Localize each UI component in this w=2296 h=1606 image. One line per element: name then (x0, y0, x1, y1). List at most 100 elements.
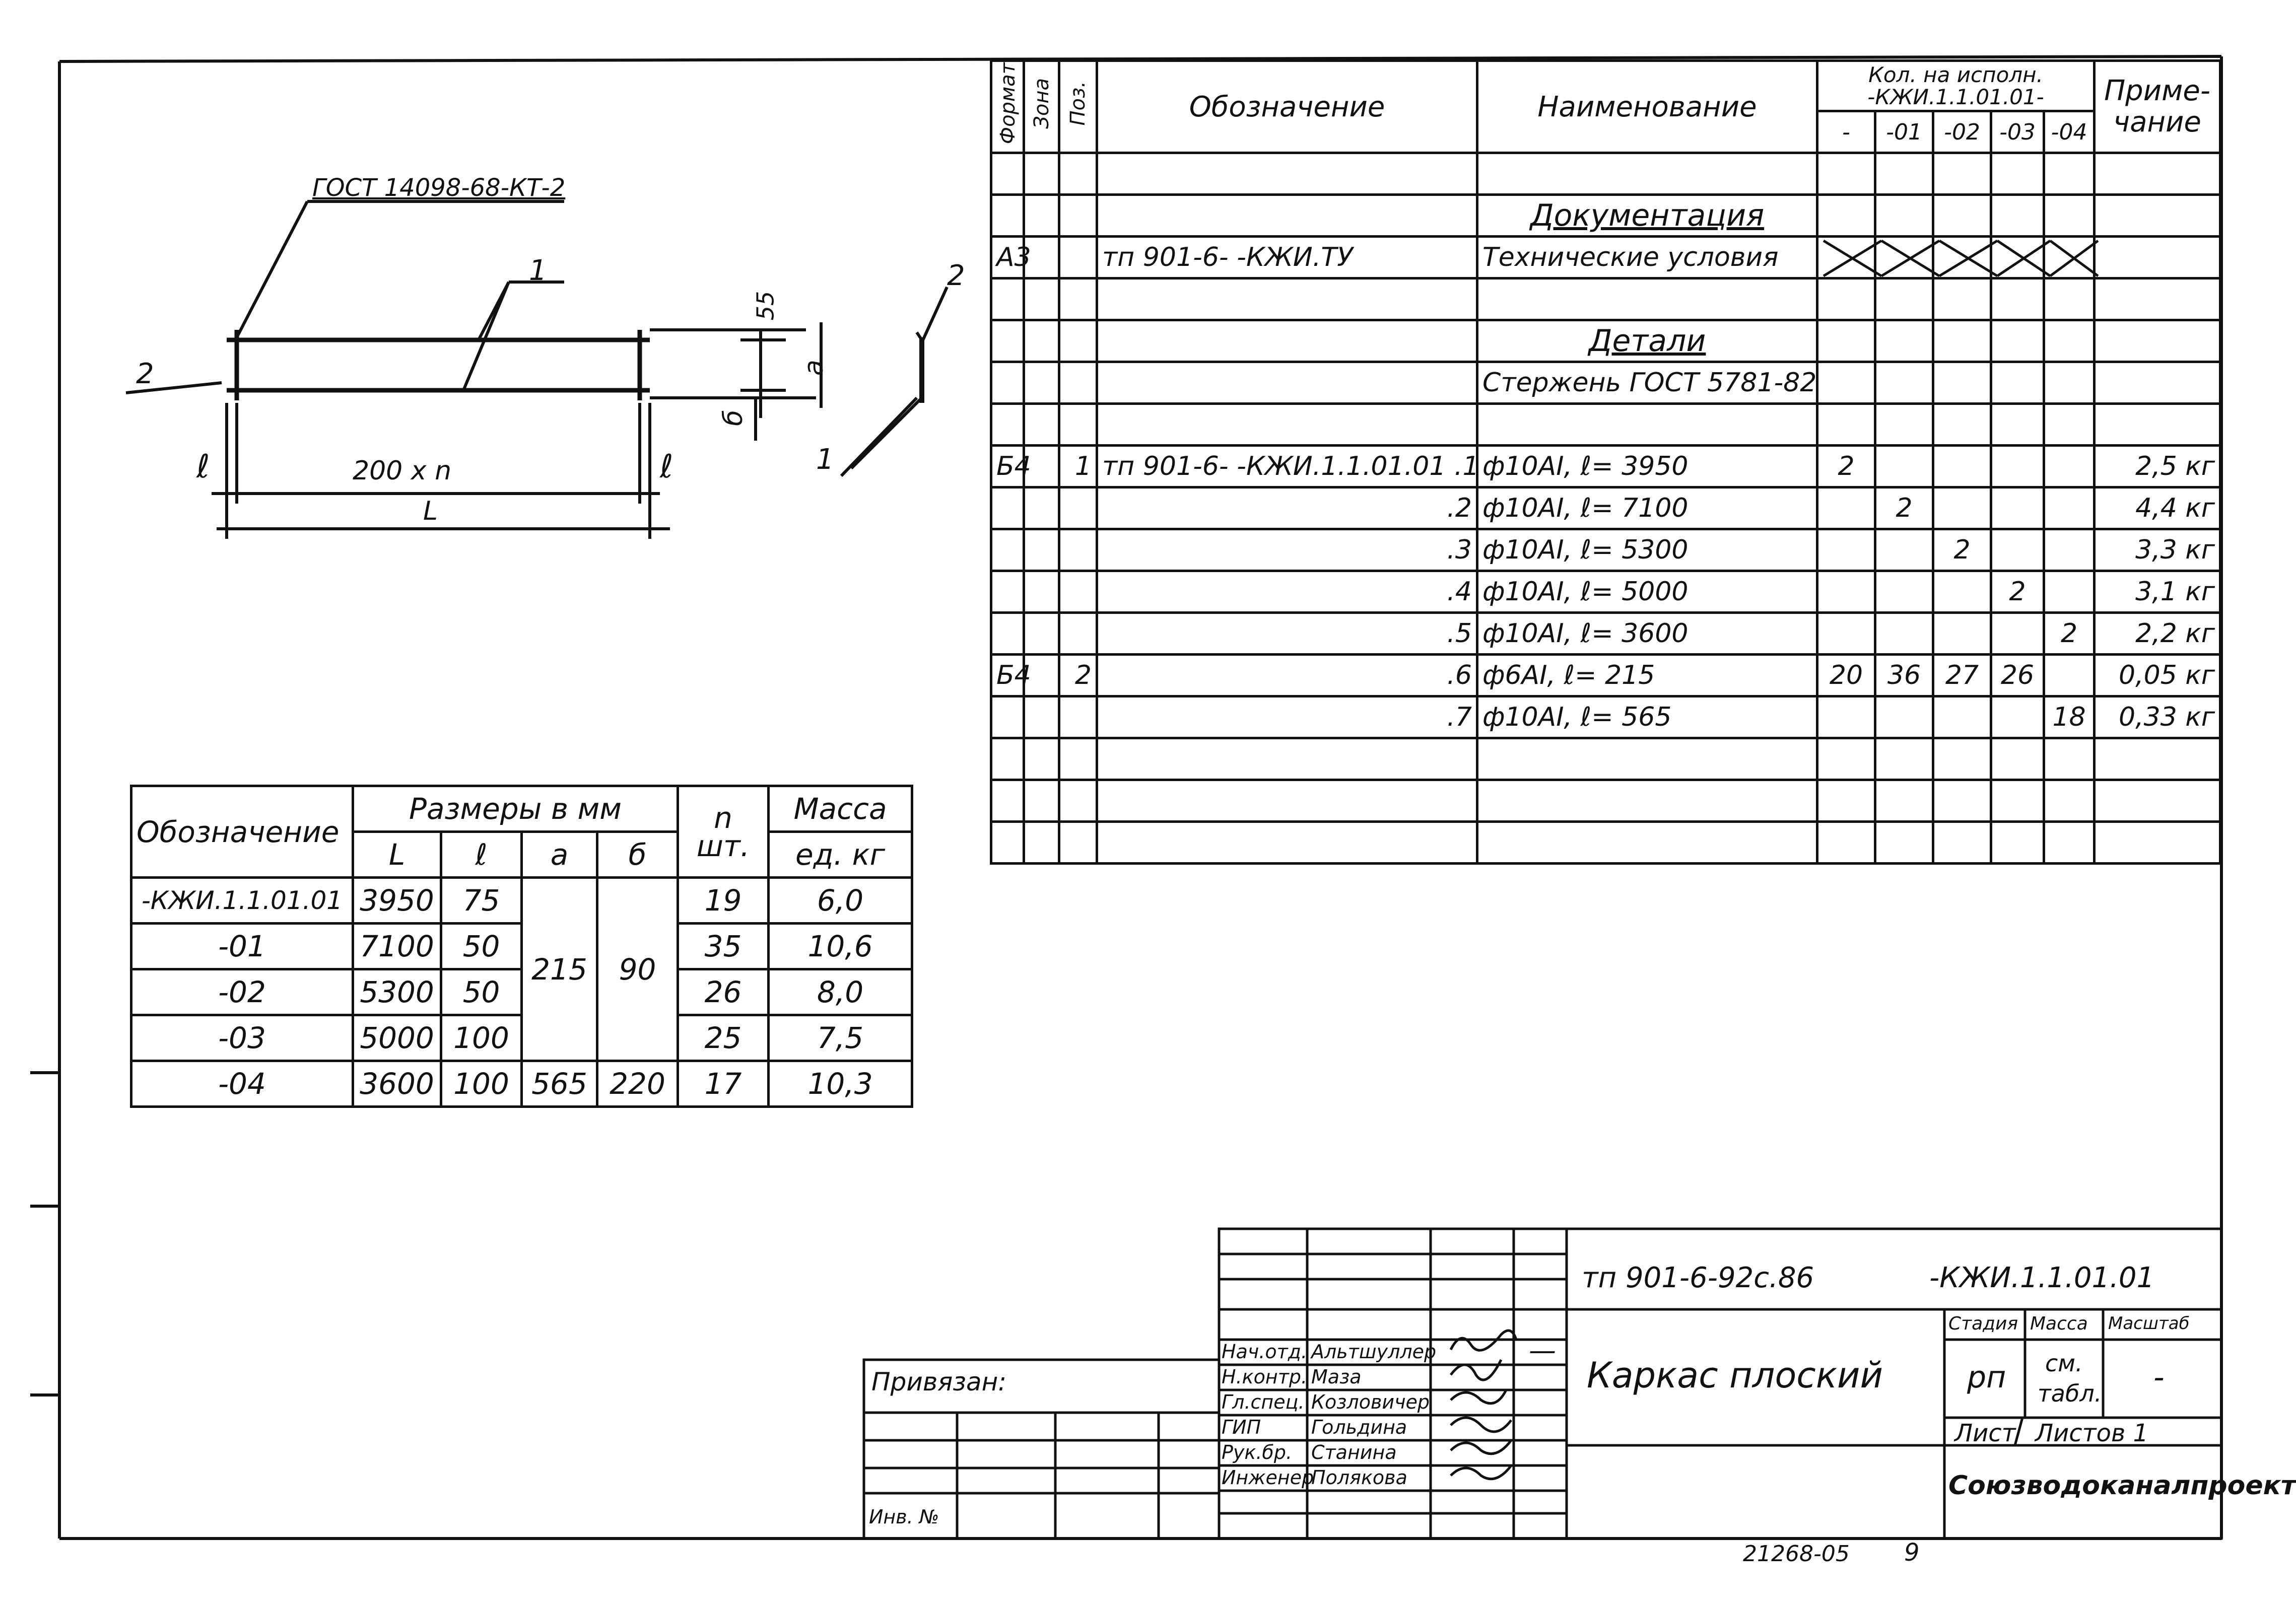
spec-qty (1816, 152, 1876, 196)
dims-row-l: 100 (440, 1060, 523, 1108)
spec-qty: 2 (1990, 570, 2045, 614)
spec-row (990, 277, 2222, 321)
stamp-bound: Привязан: (871, 1367, 1007, 1396)
variant-1: -01 (1874, 110, 1934, 154)
spec-designation: тп 901-6- -КЖИ.ТУ (1096, 235, 1478, 280)
dims-a-last: 565 (520, 1060, 598, 1108)
spec-qty (1874, 152, 1934, 196)
spec-name: ф6АI, ℓ= 215 (1476, 653, 1818, 697)
gost-label: ГОСТ 14098-68-КТ-2 (312, 174, 566, 202)
spec-format (990, 152, 1025, 196)
dims-row-des: -02 (130, 968, 354, 1016)
callout-2-right: 2 (947, 259, 965, 292)
spec-designation: .2 (1096, 486, 1478, 530)
spec-designation (1096, 193, 1478, 238)
stamp-project: тп 901-6-92с.86 (1582, 1262, 1814, 1294)
spec-qty (1874, 361, 1934, 405)
spec-zone (1023, 486, 1060, 530)
spec-qty (1990, 695, 2045, 739)
spec-qty (1932, 402, 1992, 447)
variant-3: -03 (1990, 110, 2045, 154)
spec-note: 0,33 кг (2093, 695, 2222, 739)
stamp-sheet: Лист (1954, 1419, 2016, 1447)
spec-qty (1874, 319, 1934, 363)
spec-designation (1096, 737, 1478, 781)
specification-table: Формат Зона Поз. Обозначение Наименовани… (990, 59, 2222, 865)
stamp-stage-header: Стадия (1948, 1313, 2018, 1334)
spec-qty (1932, 235, 1992, 280)
dim-l-right: ℓ (660, 448, 673, 485)
spec-qty (1990, 737, 2045, 781)
spec-qty (1990, 528, 2045, 572)
dims-b-merged: 90 (595, 876, 680, 1062)
spec-qty (1990, 820, 2045, 865)
spec-qty (1874, 444, 1934, 488)
spec-designation: тп 901-6- -КЖИ.1.1.01.01 .1 (1096, 444, 1479, 488)
spec-format (990, 319, 1025, 363)
spec-format: А3 (990, 235, 1031, 280)
stamp-role: Инженер (1222, 1467, 1314, 1489)
spec-qty (1816, 611, 1876, 656)
spec-designation: .5 (1096, 611, 1478, 656)
spec-pos (1058, 193, 1098, 238)
signatures (1449, 1329, 1518, 1481)
spec-name: ф10АI, ℓ= 3950 (1476, 444, 1818, 488)
spec-qty (1932, 611, 1992, 656)
spec-name: ф10АI, ℓ= 565 (1476, 695, 1818, 739)
spec-qty (1874, 695, 1934, 739)
dims-row-n: 26 (677, 968, 770, 1016)
spec-pos (1058, 779, 1098, 823)
spec-qty (1816, 361, 1876, 405)
spec-qty: 26 (1990, 653, 2045, 697)
dims-row-L: 7100 (352, 922, 442, 970)
spec-qty (2042, 653, 2096, 697)
stamp-scale: - (2153, 1360, 2165, 1395)
spec-qty (2042, 779, 2096, 823)
spec-qty (1990, 193, 2045, 238)
spec-zone (1023, 820, 1060, 865)
dims-h-designation: Обозначение (130, 785, 354, 879)
spec-pos (1058, 695, 1098, 739)
spec-qty (2042, 820, 2096, 865)
spec-designation: .7 (1096, 695, 1478, 739)
spec-format (990, 402, 1025, 447)
spec-designation (1096, 361, 1478, 405)
spec-format (990, 528, 1025, 572)
col-format: Формат (990, 59, 1025, 154)
spec-qty (1874, 570, 1934, 614)
spec-qty (1874, 820, 1934, 865)
spec-designation (1096, 820, 1478, 865)
callout-1: 1 (529, 254, 547, 287)
spec-pos (1058, 152, 1098, 196)
spec-name (1476, 277, 1818, 321)
dims-b-last: 220 (595, 1060, 680, 1108)
spec-qty (1816, 528, 1876, 572)
stamp-person-name: Маза (1311, 1366, 1362, 1388)
spec-format (990, 695, 1025, 739)
spec-qty (1932, 695, 1992, 739)
spec-qty (1816, 820, 1876, 865)
spec-qty (1990, 779, 2045, 823)
spec-zone (1023, 737, 1060, 781)
spec-name: Документация (1476, 193, 1818, 238)
spec-zone (1023, 653, 1060, 697)
callout-1-right: 1 (816, 443, 834, 476)
dims-row-des: -03 (130, 1014, 354, 1062)
spec-qty (2042, 402, 2096, 447)
spec-qty (1990, 277, 2045, 321)
spec-row: Стержень ГОСТ 5781-82 (990, 361, 2222, 405)
spec-qty (1990, 611, 2045, 656)
spec-qty (1874, 235, 1934, 280)
spec-note: 4,4 кг (2093, 486, 2222, 530)
dims-row-n: 17 (677, 1060, 770, 1108)
spec-qty (1816, 235, 1876, 280)
dims-row-L: 5300 (352, 968, 442, 1016)
spec-row (990, 779, 2222, 823)
callout-2-left: 2 (136, 358, 154, 390)
spec-qty (1932, 737, 1992, 781)
spec-qty (1932, 319, 1992, 363)
spec-note: 3,1 кг (2093, 570, 2222, 614)
